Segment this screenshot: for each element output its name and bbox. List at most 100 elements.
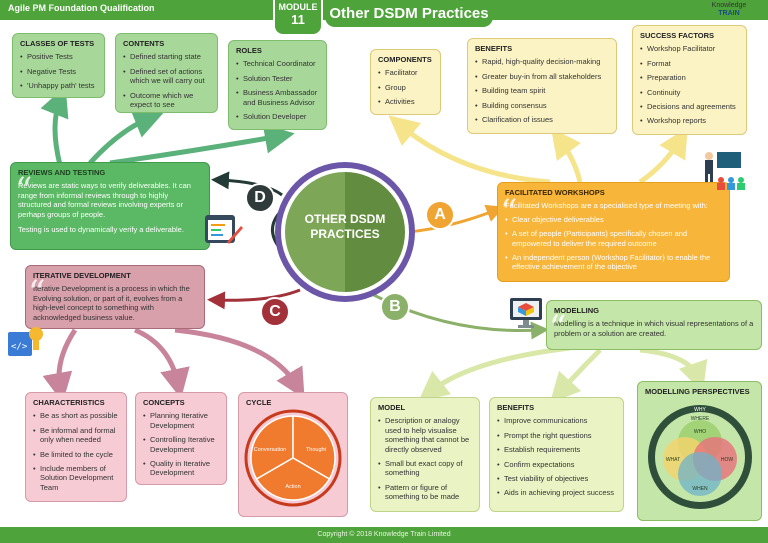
- perspective-who: WHO: [694, 429, 706, 435]
- arrow-to-contents: [88, 109, 164, 165]
- concepts-title: CONCEPTS: [143, 398, 185, 407]
- roles-box: ROLES Technical Coordinator Solution Tes…: [228, 40, 327, 130]
- list-item: Include members of Solution Development …: [33, 464, 119, 492]
- list-item: Decisions and agreements: [640, 102, 739, 112]
- arrow-to-concepts: [133, 327, 190, 399]
- list-item: Continuity: [640, 88, 739, 98]
- list-item: Defined set of actions which we will car…: [123, 67, 210, 86]
- footer-bar: Copyright © 2018 Knowledge Train Limited: [0, 527, 768, 543]
- list-item: A set of people (Participants) specifica…: [505, 229, 722, 248]
- modelling-paragraph: Modelling is a technique in which visual…: [554, 319, 754, 338]
- modelling-perspectives-title: MODELLING PERSPECTIVES: [645, 387, 750, 396]
- list-item: Description or analogy used to help visu…: [378, 416, 472, 454]
- characteristics-box: CHARACTERISTICS Be as short as possible …: [25, 392, 127, 502]
- testing-paragraph: Testing is used to dynamically verify a …: [18, 224, 184, 234]
- arrow-center-to-iterative: [207, 288, 301, 310]
- center-line1: OTHER DSDM: [304, 212, 386, 226]
- quote-icon: “: [549, 308, 567, 348]
- copyright-text: Copyright © 2018 Knowledge Train Limited: [317, 531, 451, 538]
- list-item: Solution Tester: [236, 74, 319, 84]
- list-item: Facilitator: [378, 68, 433, 78]
- letter-a-marker: A: [425, 200, 455, 230]
- quote-icon: “: [28, 273, 46, 313]
- contents-box: CONTENTS Defined starting state Defined …: [115, 33, 218, 113]
- list-item: Group: [378, 83, 433, 93]
- benefits-top-title: BENEFITS: [475, 44, 513, 53]
- list-item: Building consensus: [475, 101, 609, 111]
- cycle-label-action: Action: [285, 484, 300, 490]
- list-item: Technical Coordinator: [236, 59, 319, 69]
- list-item: Planning Iterative Development: [143, 411, 219, 430]
- perspective-how: HOW: [721, 457, 734, 463]
- list-item: Prompt the right questions: [497, 431, 616, 441]
- list-item: Rapid, high-quality decision-making: [475, 57, 609, 67]
- workshop-presentation-icon: [695, 150, 745, 192]
- perspective-why: WHY: [694, 407, 706, 413]
- facilitated-workshops-box: “ FACILITATED WORKSHOPS Facilitated Work…: [497, 182, 730, 282]
- list-item: Negative Tests: [20, 67, 97, 77]
- letter-b-marker: B: [380, 292, 410, 322]
- concepts-box: CONCEPTS Planning Iterative Development …: [135, 392, 227, 485]
- list-item: 'Unhappy path' tests: [20, 81, 97, 91]
- list-item: Establish requirements: [497, 445, 616, 455]
- arrow-to-cycle: [174, 327, 305, 399]
- characteristics-title: CHARACTERISTICS: [33, 398, 105, 407]
- cycle-segment-action: [255, 457, 331, 501]
- list-item: Clarification of issues: [475, 115, 609, 125]
- modelling-monitor-icon: [508, 296, 544, 330]
- perspective-what: WHAT: [666, 457, 680, 463]
- list-item: Greater buy-in from all stakeholders: [475, 72, 609, 82]
- arrow-to-roles: [109, 123, 295, 166]
- arrow-to-benefits-top: [551, 127, 583, 183]
- success-factors-box: SUCCESS FACTORS Workshop Facilitator For…: [632, 25, 747, 135]
- center-line2: PRACTICES: [310, 227, 380, 241]
- list-item: Confirm expectations: [497, 460, 616, 470]
- logo-line1: Knowledge: [711, 2, 747, 9]
- perspective-when: WHEN: [692, 486, 708, 492]
- facilitated-intro: Facilitated Workshops are a specialised …: [505, 201, 708, 211]
- center-title: OTHER DSDM PRACTICES: [285, 212, 405, 242]
- list-item: Small but exact copy of something: [378, 459, 472, 478]
- contents-title: CONTENTS: [123, 39, 165, 48]
- center-circle-left: [285, 172, 345, 292]
- components-box: COMPONENTS Facilitator Group Activities: [370, 49, 441, 115]
- list-item: Outcome which we expect to see: [123, 91, 210, 110]
- list-item: Be limited to the cycle: [33, 450, 119, 460]
- model-box: MODEL Description or analogy used to hel…: [370, 397, 480, 512]
- components-title: COMPONENTS: [378, 55, 432, 64]
- center-circle-right: [345, 172, 405, 292]
- venn-when: [678, 452, 722, 496]
- list-item: Activities: [378, 97, 433, 107]
- quote-icon: “: [15, 170, 33, 210]
- cycle-diagram: Conversation Thought Action: [244, 409, 342, 507]
- svg-text:</>: </>: [11, 342, 28, 352]
- reviews-testing-title: REVIEWS AND TESTING: [18, 168, 106, 177]
- letter-c-marker: C: [260, 297, 290, 327]
- arrow-to-perspectives: [639, 347, 708, 393]
- list-item: Format: [640, 59, 739, 69]
- reviews-testing-box: “ REVIEWS AND TESTING Reviews are static…: [10, 162, 210, 250]
- list-item: Controlling Iterative Development: [143, 435, 219, 454]
- benefits-top-box: BENEFITS Rapid, high-quality decision-ma…: [467, 38, 617, 134]
- list-item: Workshop reports: [640, 116, 739, 126]
- list-item: Business Ambassador and Business Advisor: [236, 88, 319, 107]
- reviews-paragraph: Reviews are static ways to verify delive…: [18, 181, 191, 219]
- list-item: Clear objective deliverables: [505, 215, 722, 225]
- arrow-to-benefits-bottom: [549, 348, 602, 404]
- arrow-to-characteristics: [42, 328, 78, 403]
- list-item: Be as short as possible: [33, 411, 119, 421]
- facilitated-workshops-title: FACILITATED WORKSHOPS: [505, 188, 605, 197]
- qualification-title: Agile PM Foundation Qualification: [8, 3, 155, 13]
- cycle-label-conversation: Conversation: [254, 447, 286, 453]
- list-item: Be informal and formal only when needed: [33, 426, 119, 445]
- knowledge-train-logo: Knowledge TRAIN: [700, 2, 758, 18]
- iterative-development-box: “ ITERATIVE DEVELOPMENT Iterative Develo…: [25, 265, 205, 329]
- arrow-to-components: [388, 115, 551, 185]
- module-badge: MODULE 11: [273, 0, 323, 36]
- cycle-label-thought: Thought: [306, 447, 327, 453]
- module-number: 11: [291, 12, 305, 27]
- cycle-title: CYCLE: [246, 398, 272, 407]
- model-title: MODEL: [378, 403, 406, 412]
- modelling-title: MODELLING: [554, 306, 599, 315]
